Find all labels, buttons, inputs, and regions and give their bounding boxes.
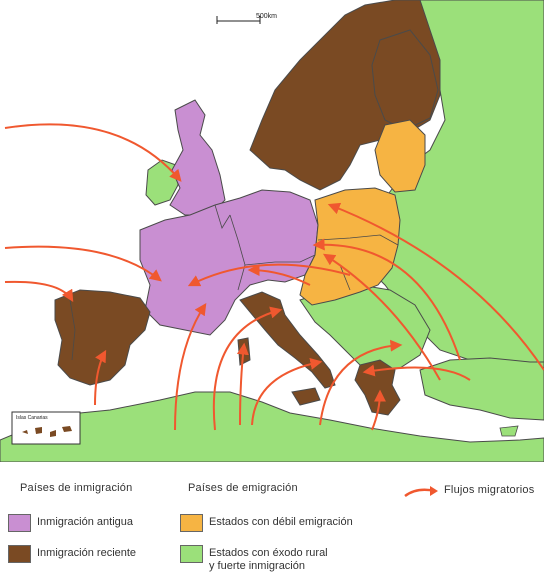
- flow-arrow: [4, 245, 162, 282]
- cyprus: [499, 425, 519, 437]
- swatch-recent-immigration: [8, 545, 31, 563]
- swatch-old-immigration: [8, 514, 31, 532]
- baltic-states: [374, 119, 426, 193]
- turkey: [419, 357, 544, 421]
- legend-flows-label: Flujos migratorios: [444, 484, 535, 496]
- sicily: [291, 387, 321, 406]
- finland: [371, 29, 439, 131]
- flow-arrow-sample: [404, 486, 438, 498]
- flow-arrow: [312, 238, 461, 361]
- swatch-rural-exodus: [180, 545, 203, 563]
- flow-arrow: [327, 202, 544, 371]
- border-poland-south: [317, 234, 399, 246]
- border-portugal: [69, 299, 76, 361]
- iberian-peninsula: [54, 289, 151, 386]
- legend-immigration-heading: Países de inmigración: [20, 482, 133, 494]
- legend-rural-exodus: Estados con éxodo rural y fuerte inmigra…: [180, 545, 328, 573]
- flow-arrow: [4, 280, 74, 303]
- border-hungary-romania: [339, 264, 351, 291]
- canary-islands-inset: Islas Canarias: [11, 411, 81, 445]
- flow-arrow: [322, 253, 441, 381]
- border-benelux: [214, 204, 231, 229]
- legend-recent-immigration-label: Inmigración reciente: [37, 547, 137, 559]
- legend-old-immigration: Inmigración antigua: [8, 514, 133, 532]
- legend-rural-exodus-line1: Estados con éxodo rural: [209, 547, 328, 559]
- legend-weak-emigration: Estados con débil emigración: [180, 514, 353, 532]
- north-africa: [0, 391, 544, 462]
- legend-weak-emigration-label: Estados con débil emigración: [209, 516, 353, 528]
- flow-arrow: [236, 342, 249, 426]
- border-germany-austria: [244, 254, 316, 266]
- flow-arrow: [319, 339, 403, 426]
- legend-old-immigration-label: Inmigración antigua: [37, 516, 134, 528]
- flow-arrow: [4, 123, 182, 182]
- map-legend: Países de inmigración Países de emigraci…: [0, 462, 544, 585]
- flow-arrow: [247, 264, 311, 286]
- legend-rural-exodus-line2: y fuerte inmigración: [209, 560, 305, 572]
- flow-arrow: [251, 358, 323, 426]
- swatch-weak-emigration: [180, 514, 203, 532]
- flow-arrow: [94, 349, 107, 406]
- migration-flows: [4, 123, 544, 431]
- flow-arrow: [371, 389, 386, 431]
- legend-rural-exodus-label: Estados con éxodo rural y fuerte inmigra…: [209, 545, 328, 573]
- western-central-europe: [139, 189, 319, 336]
- legend-emigration-heading: Países de emigración: [188, 482, 298, 494]
- flow-arrow: [187, 263, 351, 287]
- europe-map: Islas Canarias 500km: [0, 0, 544, 462]
- border-france-germany: [229, 214, 246, 291]
- flow-arrow: [174, 303, 207, 431]
- scale-bar: 500km: [216, 13, 277, 24]
- canary-islands-label: Islas Canarias: [16, 415, 48, 421]
- scale-label: 500km: [256, 13, 277, 20]
- legend-recent-immigration: Inmigración reciente: [8, 545, 136, 563]
- flow-arrow: [362, 364, 471, 381]
- flow-arrow: [212, 306, 283, 431]
